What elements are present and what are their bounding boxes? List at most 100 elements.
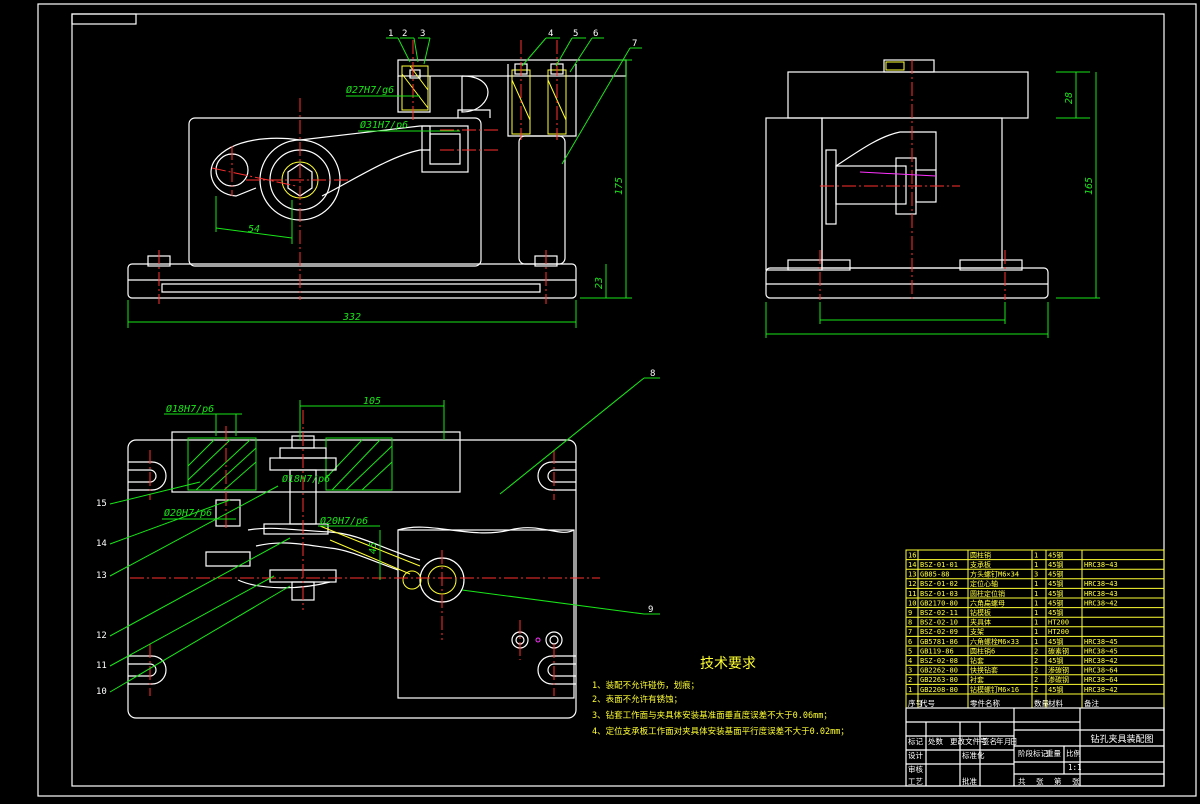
bom-cell-mat: 45钢 <box>1048 598 1063 607</box>
bom-cell-code: GB2262-80 <box>920 667 958 675</box>
technical-requirements: 技术要求 1、装配不允许碰伤，划痕； 2、表面不允许有锈蚀； 3、钻套工作面与夹… <box>592 656 849 737</box>
side-view <box>765 59 1049 300</box>
bom-header-code: 代号 <box>920 698 935 708</box>
bom-cell-code: BSZ-01-03 <box>920 590 958 598</box>
dim-54: 54 <box>248 224 260 235</box>
bom-cell-name: 圆柱销 <box>970 550 991 559</box>
side-view-dimensions: 28 165 <box>765 71 1100 338</box>
balloon-6: 6 <box>593 29 598 39</box>
balloon-8: 8 <box>650 369 655 379</box>
tb-check: 审核 <box>908 764 923 774</box>
bom-cell-name: 六角扁螺母 <box>970 598 1005 607</box>
notes-title: 技术要求 <box>700 656 756 672</box>
note-2: 2、表面不允许有锈蚀； <box>592 694 682 705</box>
bom-cell-name: 钻套 <box>970 656 984 665</box>
tb-row1-1: 处数 <box>928 736 943 746</box>
tb-row1-4: 年 <box>996 736 1004 746</box>
tb-row1-2: 更改文件号 <box>950 736 988 746</box>
bom-cell-no: 7 <box>908 628 912 636</box>
bom-cell-no: 14 <box>908 561 916 569</box>
tb-row1-5: 月 <box>1004 737 1012 746</box>
bom-cell-code: GB85-88 <box>920 571 950 579</box>
bom-cell-code: BSZ-02-08 <box>920 657 958 665</box>
tb-scale-val: 1:1 <box>1068 763 1082 772</box>
bom-cell-note: HRC38~64 <box>1084 676 1118 684</box>
tb-sheets-2: 第 <box>1054 776 1062 786</box>
bom-cell-name: 钻模板 <box>970 608 991 617</box>
bom-cell-qty: 1 <box>1034 638 1038 646</box>
bom-cell-mat: HT200 <box>1048 619 1069 627</box>
bom-cell-qty: 1 <box>1034 561 1038 569</box>
balloon-11: 11 <box>96 661 107 671</box>
bom-cell-no: 4 <box>908 657 912 665</box>
balloon-5: 5 <box>573 29 578 39</box>
bom-cell-qty: 2 <box>1034 667 1038 675</box>
bom-cell-qty: 1 <box>1034 609 1038 617</box>
bom-header-mat: 材料 <box>1048 698 1064 708</box>
bom-cell-qty: 2 <box>1034 657 1038 665</box>
tb-row1-3: 签名 <box>982 736 997 746</box>
tb-sheets-0: 共 <box>1018 777 1026 786</box>
title-block-title: 钻孔夹具装配图 <box>1090 733 1153 745</box>
dim-dia-31: Ø31H7/p6 <box>360 119 408 131</box>
bom-cell-no: 16 <box>908 551 916 559</box>
bom-cell-mat: 45钢 <box>1048 570 1063 579</box>
plan-view <box>127 410 600 719</box>
bom-cell-no: 12 <box>908 580 916 588</box>
bom-cell-code: BSZ-02-10 <box>920 619 958 627</box>
bom-cell-mat: 45钢 <box>1048 550 1063 559</box>
bom-cell-no: 5 <box>908 647 912 655</box>
bom-cell-qty: 1 <box>1034 580 1038 588</box>
front-view <box>127 40 627 304</box>
title-block: 钻孔夹具装配图 标记 处数 更改文件号 签名 年 月 日 设计 标准化 审核 工… <box>905 707 1165 787</box>
bom-cell-note: HRC38~43 <box>1084 580 1118 588</box>
bom-cell-qty: 1 <box>1034 590 1038 598</box>
bom-cell-code: BSZ-01-02 <box>920 580 958 588</box>
dim-175: 175 <box>614 177 625 195</box>
bom-cell-qty: 3 <box>1034 571 1038 579</box>
bom-cell-mat: 45钢 <box>1048 579 1063 588</box>
bom-cell-no: 9 <box>908 609 912 617</box>
bom-cell-code: GB2208-80 <box>920 686 958 694</box>
bom-cell-name: 快换钻套 <box>970 666 998 675</box>
bom-header-note: 备注 <box>1084 698 1100 708</box>
plan-view-dimensions: 105 Ø18H7/p6 Ø20H7/p6 Ø20H7/p6 Ø18H7/p6 … <box>96 369 660 697</box>
bom-cell-qty: 2 <box>1034 686 1038 694</box>
tb-stage: 阶段标记 <box>1018 748 1048 758</box>
tb-design: 设计 <box>908 750 923 760</box>
bom-cell-name: 衬套 <box>970 675 984 684</box>
bom-cell-code: GB2263-80 <box>920 676 958 684</box>
bom-cell-mat: 碳素钢 <box>1048 646 1069 655</box>
bom-cell-qty: 1 <box>1034 619 1038 627</box>
balloon-12: 12 <box>96 631 107 641</box>
balloon-14: 14 <box>96 539 107 549</box>
bom-cell-note: HRC38~64 <box>1084 667 1118 675</box>
dim-45: 45 <box>368 542 379 554</box>
bom-cell-note: HRC38~45 <box>1084 638 1118 646</box>
bom-header-no: 序号 <box>908 698 923 708</box>
balloon-9: 9 <box>648 605 653 615</box>
dim-332: 332 <box>342 312 361 323</box>
bom-cell-code: GB5781-86 <box>920 638 958 646</box>
bom-cell-name: 支架 <box>970 627 984 636</box>
bom-cell-code: GB119-86 <box>920 647 954 655</box>
dim-dia-27: Ø27H7/g6 <box>346 84 394 96</box>
balloon-13: 13 <box>96 571 107 581</box>
bom-cell-mat: 渗碳钢 <box>1048 666 1069 675</box>
dim-165: 165 <box>1084 177 1095 195</box>
bom-cell-no: 6 <box>908 638 912 646</box>
bom-cell-code: BSZ-02-11 <box>920 609 958 617</box>
tb-scale: 比例 <box>1066 748 1081 758</box>
bom-cell-mat: 45钢 <box>1048 637 1063 646</box>
bom-cell-note: HRC38~42 <box>1084 599 1118 607</box>
bom-cell-mat: 渗碳钢 <box>1048 675 1069 684</box>
bom-cell-note: HRC38~42 <box>1084 657 1118 665</box>
bom-cell-mat: 45钢 <box>1048 685 1063 694</box>
bom-cell-note: HRC38~43 <box>1084 590 1118 598</box>
dim-dia-20b: Ø20H7/p6 <box>320 515 368 527</box>
bom-cell-no: 3 <box>908 667 912 675</box>
tb-sheets-1: 张 <box>1036 777 1044 786</box>
bom-cell-qty: 2 <box>1034 647 1038 655</box>
